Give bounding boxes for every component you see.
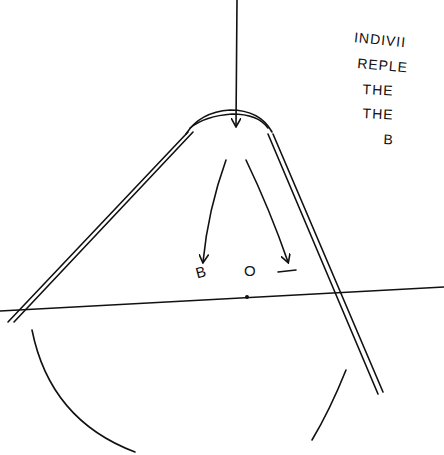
sketch-label: O [244,263,257,278]
sketch-label: B [383,132,394,147]
sketch-label: B [194,263,209,280]
sketch-label: THE [362,106,394,122]
sketch-label: INDIVII [354,30,407,49]
sketch-label: THE [362,82,394,98]
sketch-label: REPLE [357,56,409,74]
